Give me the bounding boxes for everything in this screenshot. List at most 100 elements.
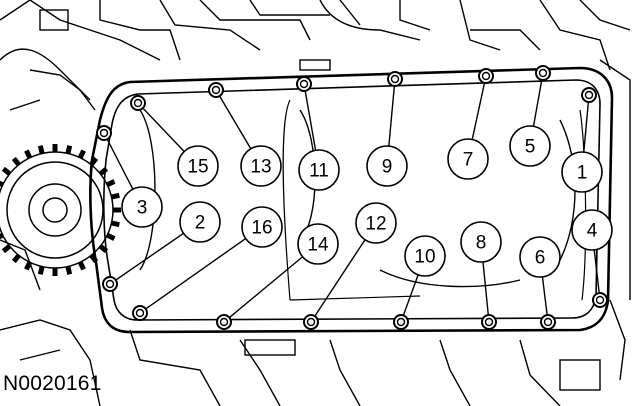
callout-3: 3 — [121, 186, 163, 228]
leader-line-10 — [402, 274, 419, 316]
leader-line-12 — [314, 239, 366, 317]
bolt-head-inner-9 — [390, 74, 400, 84]
callout-circle-7 — [447, 138, 489, 180]
sprocket-tooth — [11, 156, 21, 167]
callout-number-9: 9 — [382, 157, 393, 178]
leader-line-13 — [218, 95, 252, 150]
callout-circle-5 — [509, 125, 551, 167]
bolt-head-inner-5 — [538, 68, 548, 78]
bolt-head-8 — [481, 314, 497, 330]
callout-number-7: 7 — [463, 150, 474, 171]
leader-line-9 — [388, 85, 396, 147]
callout-6: 6 — [519, 236, 561, 278]
callout-number-5: 5 — [525, 137, 536, 158]
callout-circle-15 — [177, 145, 219, 187]
bolt-head-10 — [393, 314, 409, 330]
callout-circle-2 — [179, 201, 221, 243]
sprocket-tooth — [0, 180, 4, 188]
sprocket-tooth — [110, 192, 120, 200]
figure-id: N0020161 — [3, 372, 102, 395]
sprocket-tooth — [77, 261, 86, 271]
bolt-head-inner-6 — [543, 317, 553, 327]
callout-circle-8 — [460, 221, 502, 263]
bolt-head-5 — [535, 65, 551, 81]
callout-number-12: 12 — [365, 214, 386, 235]
bolt-head-3 — [96, 125, 112, 141]
callout-10: 10 — [404, 235, 446, 277]
bolt-head-inner-15 — [133, 98, 143, 108]
callout-circle-3 — [121, 186, 163, 228]
callout-circle-16 — [241, 206, 283, 248]
callout-16: 16 — [241, 206, 283, 248]
leader-lines — [106, 79, 600, 319]
callout-8: 8 — [460, 221, 502, 263]
callout-13: 13 — [240, 145, 282, 187]
sprocket-tooth — [65, 265, 73, 275]
bolt-head-inner-2 — [105, 279, 115, 289]
callout-number-11: 11 — [309, 161, 329, 182]
sprocket-tooth — [106, 232, 116, 241]
callout-number-16: 16 — [251, 218, 272, 239]
sprocket-tooth — [106, 179, 116, 188]
leader-line-2 — [115, 232, 184, 281]
callout-circle-4 — [571, 209, 613, 251]
callout-circle-9 — [366, 145, 408, 187]
callout-number-14: 14 — [307, 235, 329, 256]
callout-4: 4 — [571, 209, 613, 251]
bolt-head-6 — [540, 314, 556, 330]
bolt-head-13 — [208, 82, 224, 98]
bolt-head-inner-4 — [595, 295, 605, 305]
leader-line-1 — [583, 101, 590, 153]
callout-number-4: 4 — [587, 221, 598, 242]
leader-line-11 — [304, 90, 317, 151]
bolt-head-inner-14 — [219, 317, 229, 327]
sprocket-tooth — [0, 232, 4, 240]
callout-2: 2 — [179, 201, 221, 243]
bolt-head-11 — [296, 76, 312, 92]
callout-number-1: 1 — [577, 163, 588, 184]
bolt-head-inner-13 — [211, 85, 221, 95]
callout-9: 9 — [366, 145, 408, 187]
callout-15: 15 — [177, 145, 219, 187]
bolt-head-inner-11 — [299, 79, 309, 89]
leader-line-7 — [471, 82, 486, 140]
callout-circle-12 — [355, 202, 397, 244]
bolt-head-9 — [387, 71, 403, 87]
leader-line-4 — [593, 249, 600, 294]
callout-circle-14 — [297, 223, 339, 265]
bolt-head-12 — [303, 314, 319, 330]
bolt-head-inner-1 — [584, 90, 594, 100]
callout-number-2: 2 — [195, 213, 206, 234]
bolt-head-16 — [132, 305, 148, 321]
bolt-head-inner-3 — [99, 128, 109, 138]
leader-line-5 — [532, 79, 543, 127]
callout-14: 14 — [297, 223, 339, 265]
sprocket-tooth — [37, 265, 45, 275]
callout-number-10: 10 — [414, 247, 435, 268]
timing-sprocket — [0, 144, 121, 276]
callout-circle-1 — [561, 151, 603, 193]
bolt-head-15 — [130, 95, 146, 111]
callout-5: 5 — [509, 125, 551, 167]
callout-number-3: 3 — [137, 198, 148, 219]
bolt-head-2 — [102, 276, 118, 292]
sprocket-tooth — [1, 166, 12, 176]
leader-line-3 — [106, 138, 134, 190]
sprocket-tooth — [1, 244, 12, 254]
callout-circle-10 — [404, 235, 446, 277]
bolt-head-inner-10 — [396, 317, 406, 327]
callout-12: 12 — [355, 202, 397, 244]
callout-circle-6 — [519, 236, 561, 278]
bolt-head-4 — [592, 292, 608, 308]
pan-bolts — [96, 65, 608, 330]
callout-1: 1 — [561, 151, 603, 193]
callout-number-8: 8 — [476, 233, 487, 254]
callout-number-6: 6 — [535, 248, 546, 269]
bolt-head-inner-12 — [306, 317, 316, 327]
sprocket-tooth — [37, 145, 45, 155]
bolt-head-inner-16 — [135, 308, 145, 318]
callout-number-13: 13 — [250, 157, 271, 178]
leader-line-15 — [142, 107, 185, 153]
leader-line-6 — [541, 276, 548, 316]
